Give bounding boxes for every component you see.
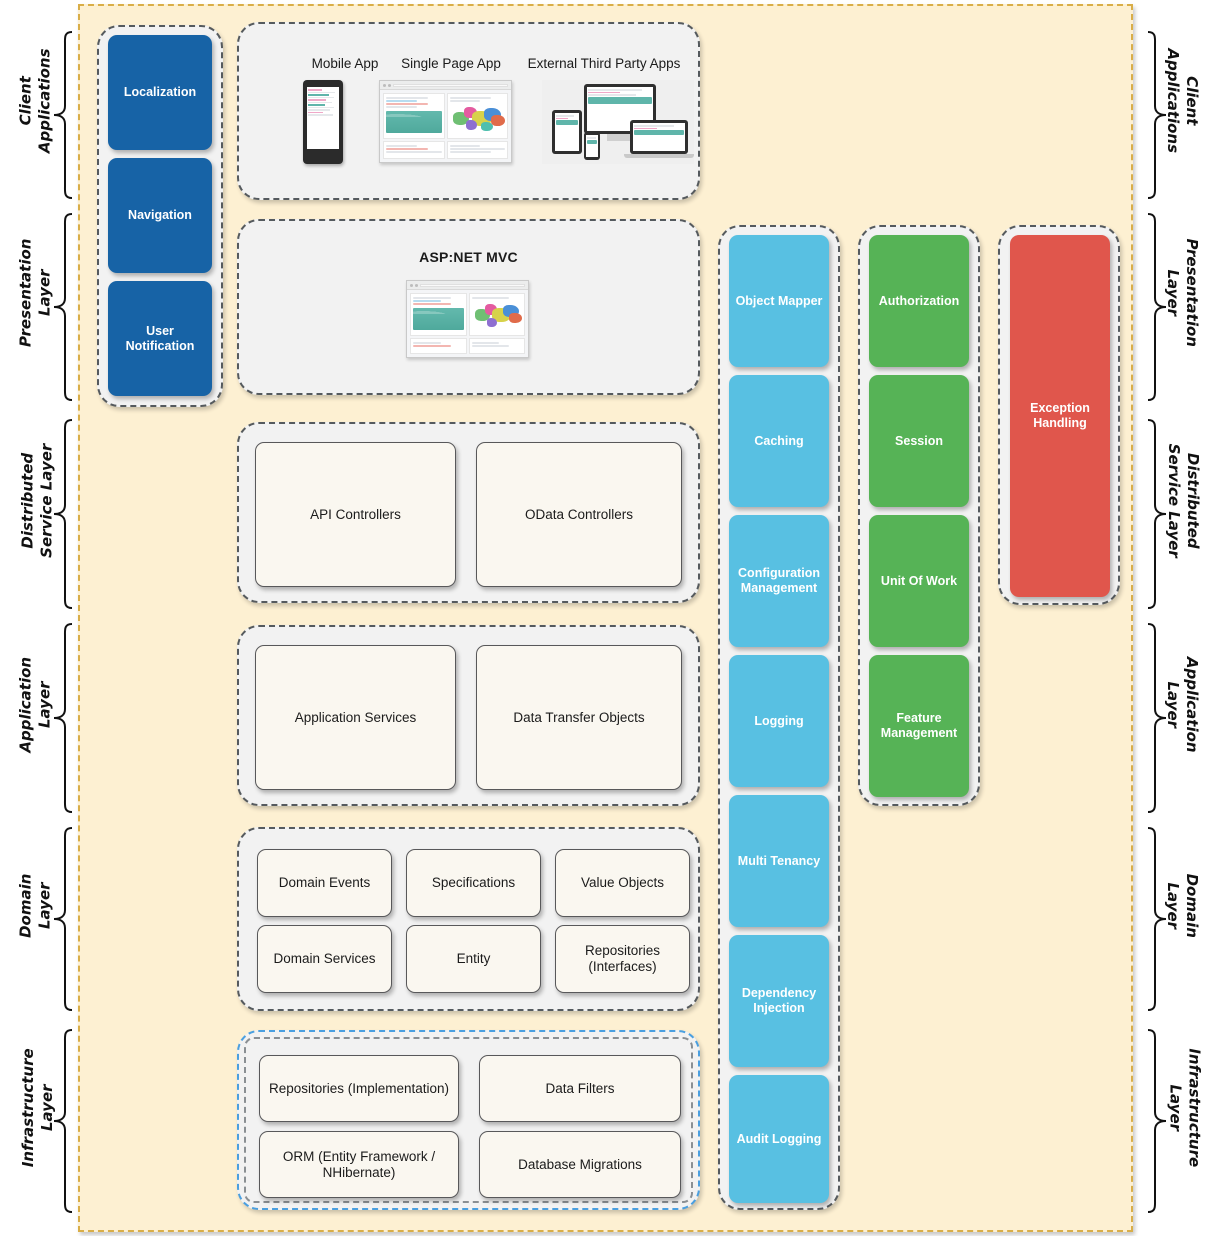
left-brace-client-applications bbox=[52, 30, 74, 200]
left-layer-label-presentation-layer: Presentation Layer bbox=[16, 238, 53, 347]
left-brace-application-layer bbox=[52, 622, 74, 814]
right-layer-label-client-applications: Client Applications bbox=[1164, 48, 1201, 154]
application-layer-group: Application Services Data Transfer Objec… bbox=[237, 625, 700, 806]
left-layer-label-domain-layer: Domain Layer bbox=[16, 873, 53, 938]
card-navigation[interactable]: Navigation bbox=[108, 158, 212, 273]
browser-dashboard-thumbnail-icon-mvc bbox=[406, 280, 529, 358]
right-brace-application-layer bbox=[1146, 622, 1168, 814]
card-multi-tenancy[interactable]: Multi Tenancy bbox=[729, 795, 829, 927]
card-audit-logging[interactable]: Audit Logging bbox=[729, 1075, 829, 1203]
left-brace-presentation-layer bbox=[52, 212, 74, 402]
right-layer-label-application-layer: Application Layer bbox=[1164, 656, 1201, 753]
card-api-controllers[interactable]: API Controllers bbox=[255, 442, 456, 587]
ui-column-group: Localization Navigation User Notificatio… bbox=[97, 25, 223, 407]
cross-cutting-red-column-group: Exception Handling bbox=[998, 225, 1120, 605]
left-layer-label-distributed-service-layer: Distributed Service Layer bbox=[18, 443, 55, 558]
card-session[interactable]: Session bbox=[869, 375, 969, 507]
card-configuration-management[interactable]: Configuration Management bbox=[729, 515, 829, 647]
card-dependency-injection[interactable]: Dependency Injection bbox=[729, 935, 829, 1067]
cross-cutting-blue-column-group: Object Mapper Caching Configuration Mana… bbox=[718, 225, 840, 1210]
client-app-label-single-page-app: Single Page App bbox=[401, 56, 501, 71]
cross-cutting-green-column-group: Authorization Session Unit Of Work Featu… bbox=[858, 225, 980, 806]
left-layer-label-client-applications: Client Applications bbox=[16, 48, 53, 154]
card-authorization[interactable]: Authorization bbox=[869, 235, 969, 367]
right-brace-presentation-layer bbox=[1146, 212, 1168, 402]
card-specifications[interactable]: Specifications bbox=[406, 849, 541, 917]
card-object-mapper[interactable]: Object Mapper bbox=[729, 235, 829, 367]
domain-layer-group: Domain Events Specifications Value Objec… bbox=[237, 827, 700, 1011]
card-odata-controllers[interactable]: OData Controllers bbox=[476, 442, 682, 587]
left-brace-domain-layer bbox=[52, 826, 74, 1012]
right-layer-label-distributed-service-layer: Distributed Service Layer bbox=[1165, 443, 1202, 558]
card-orm-entity-framework-nhibernate[interactable]: ORM (Entity Framework / NHibernate) bbox=[259, 1131, 459, 1198]
card-repositories-implementation[interactable]: Repositories (Implementation) bbox=[259, 1055, 459, 1122]
left-layer-label-infrastructure-layer: Infrastructure Layer bbox=[18, 1048, 56, 1168]
aspnet-mvc-title: ASP:NET MVC bbox=[419, 249, 518, 265]
card-repositories-interfaces[interactable]: Repositories (Interfaces) bbox=[555, 925, 690, 993]
mobile-phone-thumbnail-icon bbox=[303, 80, 343, 164]
card-caching[interactable]: Caching bbox=[729, 375, 829, 507]
card-feature-management[interactable]: Feature Management bbox=[869, 655, 969, 797]
presentation-layer-group: ASP:NET MVC bbox=[237, 219, 700, 395]
card-user-notification[interactable]: User Notification bbox=[108, 281, 212, 396]
left-layer-label-application-layer: Application Layer bbox=[16, 656, 53, 753]
card-exception-handling[interactable]: Exception Handling bbox=[1010, 235, 1110, 597]
card-value-objects[interactable]: Value Objects bbox=[555, 849, 690, 917]
card-application-services[interactable]: Application Services bbox=[255, 645, 456, 790]
right-brace-client-applications bbox=[1146, 30, 1168, 200]
card-data-filters[interactable]: Data Filters bbox=[479, 1055, 681, 1122]
card-database-migrations[interactable]: Database Migrations bbox=[479, 1131, 681, 1198]
infrastructure-layer-group: Repositories (Implementation) Data Filte… bbox=[237, 1030, 700, 1210]
client-applications-group: Mobile App Single Page App External Thir… bbox=[237, 22, 700, 200]
right-brace-distributed-service-layer bbox=[1146, 418, 1168, 610]
left-brace-distributed-service-layer bbox=[52, 418, 74, 610]
card-domain-services[interactable]: Domain Services bbox=[257, 925, 392, 993]
right-layer-label-infrastructure-layer: Infrastructure Layer bbox=[1166, 1048, 1204, 1168]
card-entity[interactable]: Entity bbox=[406, 925, 541, 993]
right-brace-infrastructure-layer bbox=[1146, 1028, 1168, 1214]
right-layer-label-presentation-layer: Presentation Layer bbox=[1164, 238, 1201, 347]
client-app-label-external-third-party-apps: External Third Party Apps bbox=[527, 56, 681, 71]
left-brace-infrastructure-layer bbox=[52, 1028, 74, 1214]
browser-dashboard-thumbnail-icon-spa bbox=[379, 80, 512, 163]
card-domain-events[interactable]: Domain Events bbox=[257, 849, 392, 917]
card-logging[interactable]: Logging bbox=[729, 655, 829, 787]
card-unit-of-work[interactable]: Unit Of Work bbox=[869, 515, 969, 647]
client-app-label-mobile-app: Mobile App bbox=[311, 56, 379, 71]
multi-device-thumbnail-icon bbox=[542, 80, 694, 164]
card-data-transfer-objects[interactable]: Data Transfer Objects bbox=[476, 645, 682, 790]
right-layer-label-domain-layer: Domain Layer bbox=[1164, 873, 1201, 938]
card-localization[interactable]: Localization bbox=[108, 35, 212, 150]
distributed-service-layer-group: API Controllers OData Controllers bbox=[237, 422, 700, 603]
right-brace-domain-layer bbox=[1146, 826, 1168, 1012]
